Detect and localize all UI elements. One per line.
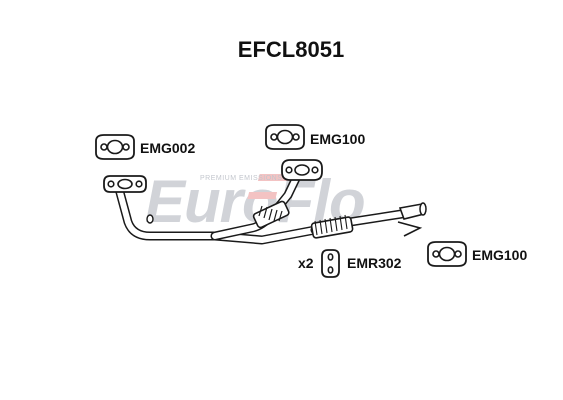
watermark-tagline: PREMIUM EMISSIONS SYSTEMS <box>200 175 322 182</box>
gasket-emg100-lower: EMG100 <box>427 241 527 267</box>
flexi-section-lower <box>310 214 354 239</box>
inlet-flange-right <box>281 159 323 181</box>
gasket-emg100-upper: EMG100 <box>265 124 365 150</box>
inlet-flange-left <box>103 175 147 193</box>
part-number-title: EFCL8051 <box>238 37 344 62</box>
gasket-emg002-label: EMG002 <box>140 140 195 156</box>
watermark-red-bar-mid <box>247 192 278 199</box>
rubber-mount-quantity: x2 <box>298 255 314 271</box>
rubber-mount-emr302-label: EMR302 <box>347 255 402 271</box>
exhaust-pipe-assembly <box>103 159 427 245</box>
outlet-end <box>398 202 427 220</box>
gasket-emg002: EMG002 <box>95 134 195 160</box>
pipe-weld-ring <box>146 214 154 224</box>
hanger-bracket <box>397 221 423 237</box>
gasket-emg100-upper-label: EMG100 <box>310 131 365 147</box>
rubber-mount-emr302: x2 EMR302 <box>298 249 402 278</box>
gasket-emg100-lower-label: EMG100 <box>472 247 527 263</box>
flexi-section-upper <box>252 200 290 229</box>
